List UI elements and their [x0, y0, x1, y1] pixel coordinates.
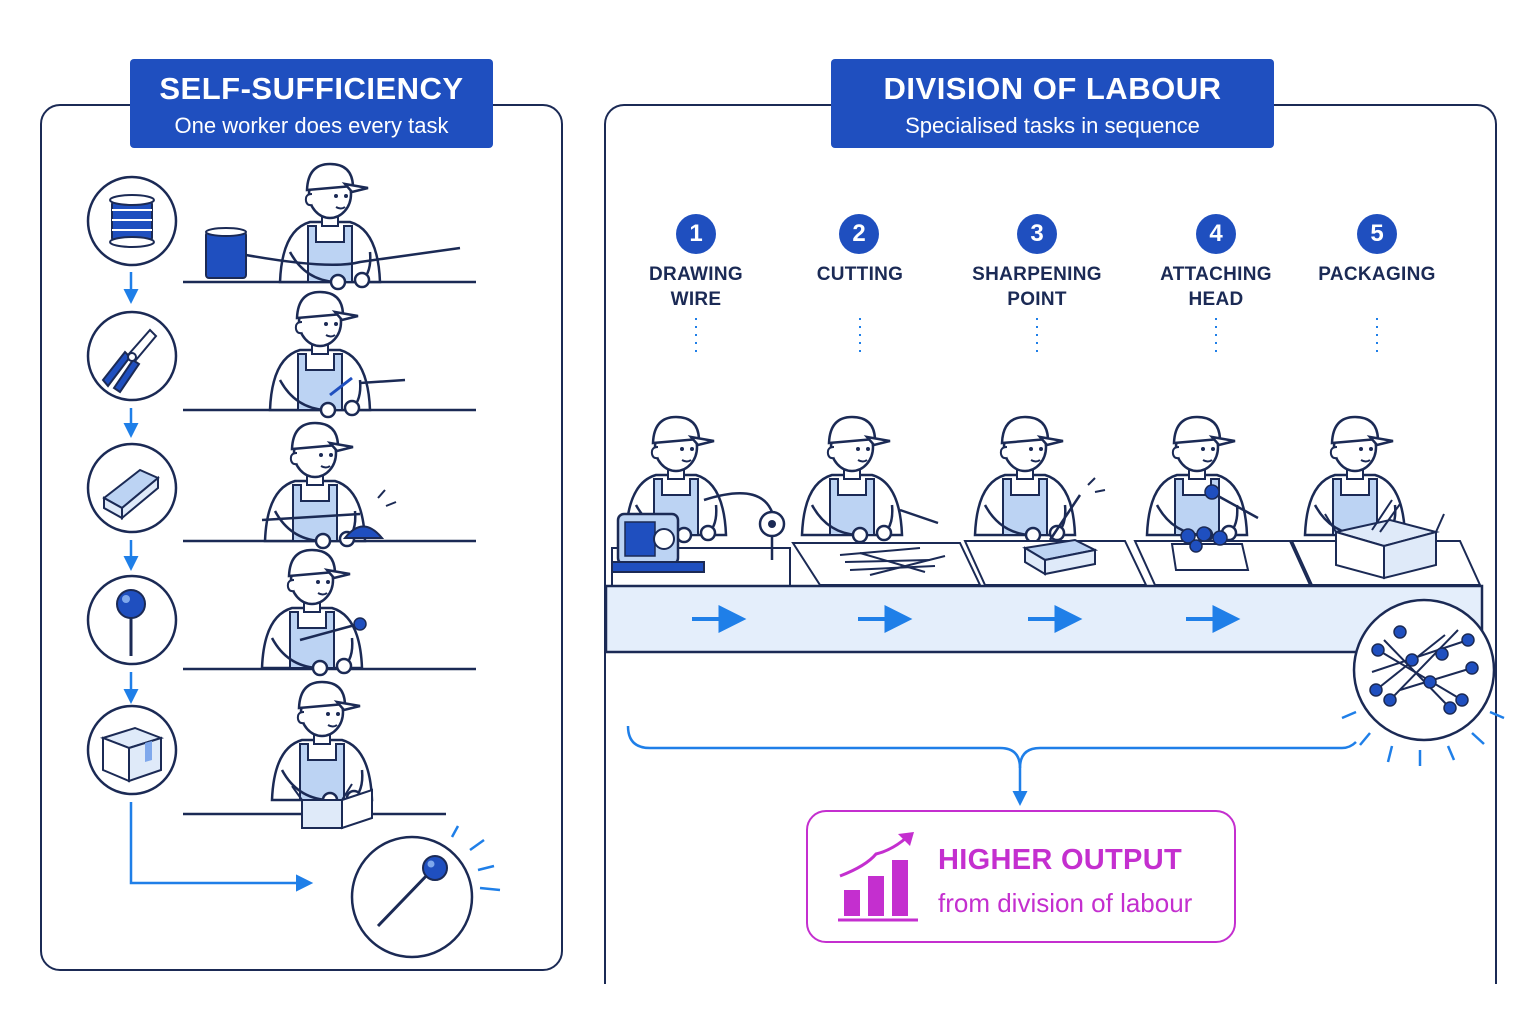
- self-sufficiency-title-box: SELF-SUFFICIENCY One worker does every t…: [130, 59, 493, 148]
- division-of-labour-subtitle: Specialised tasks in sequence: [905, 113, 1200, 138]
- step-number-2: 2: [839, 214, 879, 254]
- box-icon: [86, 704, 178, 796]
- step-label-1-line2: WIRE: [670, 289, 722, 310]
- step-number-1: 1: [676, 214, 716, 254]
- output-connector: [626, 725, 1357, 806]
- step-number-4: 4: [1196, 214, 1236, 254]
- whetstone-icon: [86, 442, 178, 534]
- output-subtitle: from division of labour: [938, 888, 1193, 918]
- step-number-3: 3: [1017, 214, 1057, 254]
- wire-spool-icon: [86, 175, 178, 267]
- step-label-5-line1: PACKAGING: [1318, 264, 1436, 285]
- step-label-2: CUTTING: [785, 262, 935, 287]
- step-guides: [695, 318, 1378, 358]
- step-label-2-line1: CUTTING: [816, 264, 904, 285]
- step-label-4-line2: HEAD: [1188, 289, 1244, 310]
- finished-pin-icon: [350, 825, 501, 959]
- self-sufficiency-steps: [86, 175, 501, 959]
- wire-drawing-machine: [611, 492, 786, 573]
- self-sufficiency-workers: [183, 162, 476, 830]
- conveyor-belt: [604, 584, 1484, 654]
- packing-box: [1324, 499, 1445, 580]
- growth-chart-icon: [838, 832, 918, 922]
- sharpening-stone: [1022, 477, 1106, 576]
- step-label-3-line1: SHARPENING: [972, 264, 1102, 285]
- step-number-5: 5: [1357, 214, 1397, 254]
- self-sufficiency-subtitle: One worker does every task: [174, 113, 449, 138]
- division-of-labour-title: DIVISION OF LABOUR: [883, 71, 1222, 106]
- step-label-3-line2: POINT: [1007, 289, 1067, 310]
- cut-wire-pile: [839, 508, 946, 576]
- step-label-3: SHARPENING POINT: [962, 262, 1112, 312]
- pile-of-pins-icon: [1341, 598, 1505, 766]
- step-label-1: DRAWING WIRE: [621, 262, 771, 312]
- step-label-5: PACKAGING: [1302, 262, 1452, 287]
- step-label-1-line1: DRAWING: [649, 264, 743, 285]
- pliers-icon: [86, 310, 178, 402]
- pin-head-icon: [86, 574, 178, 666]
- step-label-4: ATTACHING HEAD: [1141, 262, 1291, 312]
- division-workers: [624, 415, 1407, 544]
- self-sufficiency-title: SELF-SUFFICIENCY: [159, 71, 464, 106]
- output-title: HIGHER OUTPUT: [938, 844, 1182, 876]
- higher-output-box: HIGHER OUTPUT from division of labour: [806, 810, 1236, 943]
- division-of-labour-title-box: DIVISION OF LABOUR Specialised tasks in …: [831, 59, 1274, 148]
- step-label-4-line1: ATTACHING: [1160, 264, 1272, 285]
- pin-heads-tray: [1170, 484, 1259, 571]
